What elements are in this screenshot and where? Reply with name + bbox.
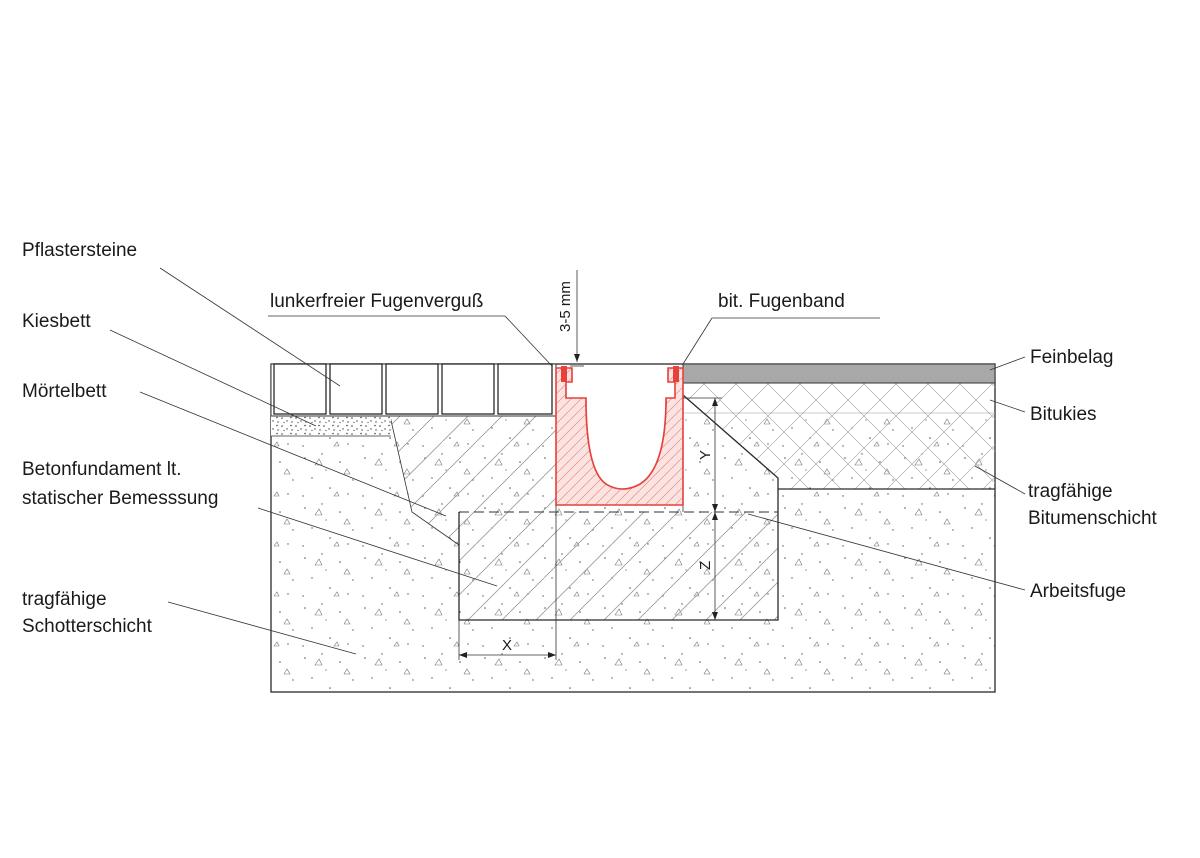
gap-dimension: 3-5 mm: [557, 270, 584, 367]
label-moertelbett: Mörtelbett: [22, 381, 107, 402]
label-arbeitsfuge: Arbeitsfuge: [1030, 581, 1126, 602]
paving-stones: [270, 363, 557, 417]
y-dimension-label: Y: [697, 450, 714, 460]
label-feinbelag: Feinbelag: [1030, 347, 1113, 368]
label-kiesbett: Kiesbett: [22, 311, 91, 332]
label-bitumen-2: Bitumenschicht: [1028, 508, 1158, 529]
label-bitumen-1: tragfähige: [1028, 481, 1113, 502]
leader-lines: [109, 267, 1026, 655]
label-schotter-2: Schotterschicht: [22, 616, 153, 637]
label-schotter-1: tragfähige: [22, 589, 107, 610]
label-pflastersteine: Pflastersteine: [22, 240, 137, 261]
concrete-foundation: [458, 395, 779, 621]
gravel-bed-layer: [271, 416, 391, 436]
label-fugenband: bit. Fugenband: [718, 291, 845, 312]
mortar-bed-layer: [389, 415, 556, 546]
feinbelag-layer: [682, 363, 996, 384]
label-bitukies: Bitukies: [1030, 404, 1097, 425]
y-dimension: Y: [683, 397, 722, 512]
x-dimension-label: X: [502, 637, 512, 654]
label-fugenverguss: lunkerfreier Fugenverguß: [270, 291, 483, 312]
gap-dimension-label: 3-5 mm: [557, 281, 574, 332]
label-betonfundament-1: Betonfundament lt.: [22, 459, 182, 480]
x-dimension: X: [458, 505, 557, 660]
drainage-channel: [555, 366, 684, 506]
label-betonfundament-2: statischer Bemesssung: [22, 488, 218, 509]
z-dimension-label: Z: [697, 561, 714, 570]
z-dimension: Z: [697, 512, 718, 620]
